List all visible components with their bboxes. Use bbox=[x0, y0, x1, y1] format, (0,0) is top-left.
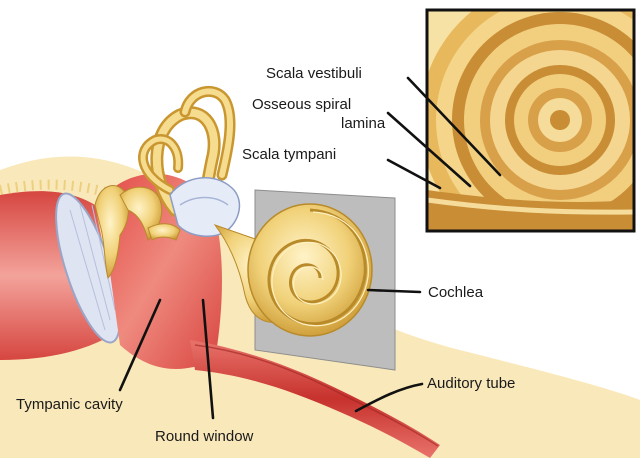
label-scala-vestibuli: Scala vestibuli bbox=[266, 65, 362, 82]
malleus bbox=[94, 185, 130, 280]
label-scala-tympani: Scala tympani bbox=[242, 146, 336, 163]
leader-lines bbox=[118, 76, 502, 420]
stapes bbox=[147, 223, 181, 241]
vestibule-detail bbox=[179, 196, 229, 206]
auditory-tube-edge bbox=[194, 344, 439, 447]
label-osseous-spiral-line2: lamina bbox=[341, 115, 386, 132]
leader-round-window bbox=[201, 298, 215, 420]
cochlea-spiral bbox=[247, 203, 373, 337]
label-auditory-tube: Auditory tube bbox=[427, 375, 515, 392]
leader-auditory-tube bbox=[354, 382, 424, 413]
inset-cochlea-cross-section bbox=[425, 8, 636, 233]
leader-cochlea bbox=[366, 288, 422, 294]
auditory-tube-shape bbox=[190, 340, 440, 458]
leader-osseous-spiral-lamina bbox=[386, 111, 472, 188]
leader-scala-tympani bbox=[386, 158, 442, 190]
leader-scala-vestibuli bbox=[406, 76, 502, 177]
vestibule bbox=[169, 177, 241, 237]
label-osseous-spiral-line1: Osseous spiral bbox=[252, 96, 351, 113]
leader-tympanic-cavity bbox=[118, 298, 162, 392]
label-cochlea: Cochlea bbox=[428, 284, 484, 301]
label-round-window: Round window bbox=[155, 428, 254, 445]
label-tympanic-cavity: Tympanic cavity bbox=[16, 396, 123, 413]
tympanic-membrane-striations bbox=[69, 204, 116, 331]
